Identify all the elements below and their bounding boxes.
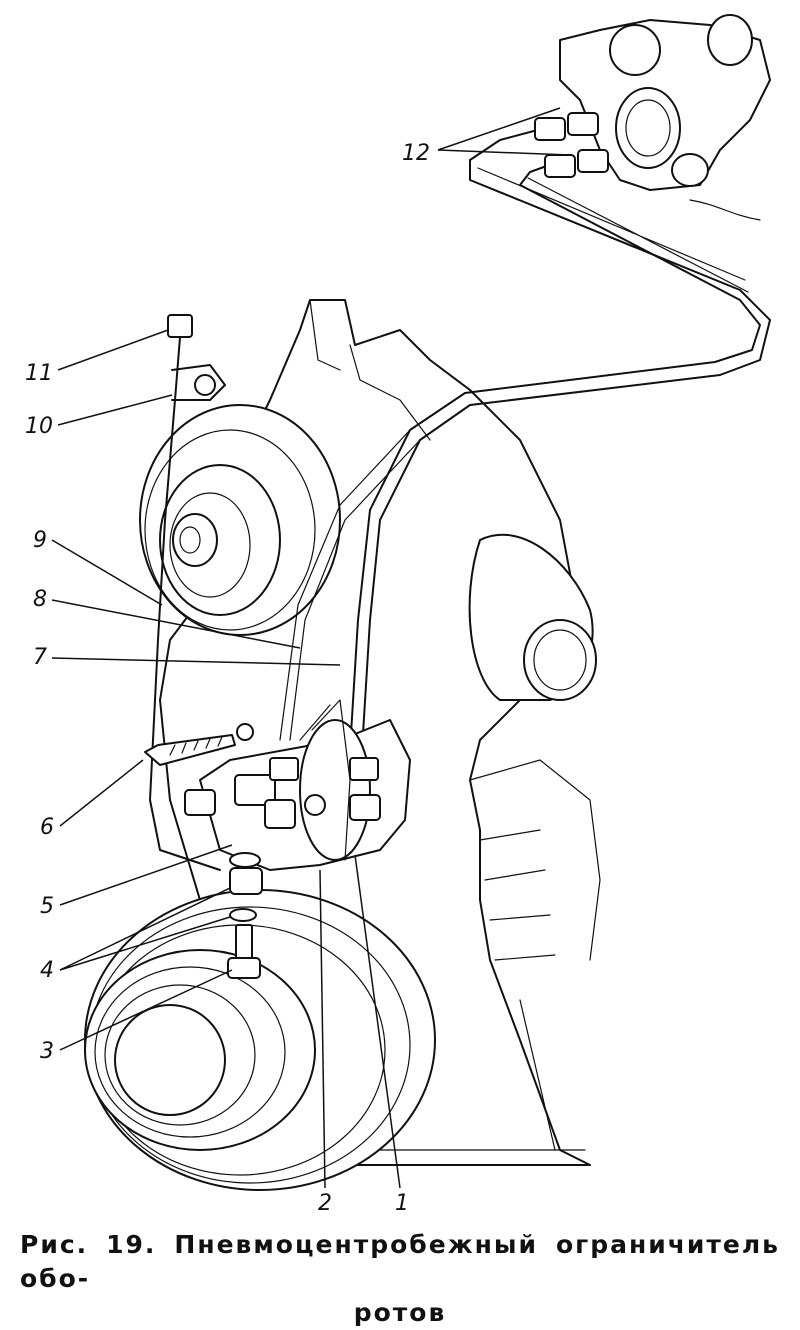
- label-7: 7: [33, 645, 47, 670]
- fan-pulley: [139, 404, 341, 636]
- crankshaft-pulley: [84, 889, 436, 1191]
- caption-line-2: ротов: [353, 1298, 447, 1327]
- actuator-rod: [149, 314, 226, 871]
- air-pipes: [279, 127, 771, 751]
- figure-caption: Рис. 19. Пневмоцентробежный ограничитель…: [20, 1228, 780, 1330]
- label-3: 3: [40, 1039, 54, 1064]
- label-11: 11: [25, 361, 53, 386]
- technical-drawing: 12 11 10 9 8 7 6 5 4 3 2 1: [25, 14, 771, 1216]
- label-9: 9: [33, 528, 47, 553]
- label-5: 5: [40, 894, 54, 919]
- label-8: 8: [33, 587, 47, 612]
- label-10: 10: [25, 414, 53, 439]
- label-1: 1: [395, 1191, 409, 1216]
- label-4: 4: [40, 958, 54, 983]
- pump-outlet: [468, 533, 597, 701]
- leader-lines: [51, 107, 571, 1189]
- governor-valve-body: [184, 699, 411, 871]
- pipe-fittings-top: [534, 112, 609, 178]
- fasteners: [227, 852, 263, 979]
- bolt-6: [144, 734, 236, 766]
- label-12: 12: [402, 141, 430, 166]
- caption-line-1: Рис. 19. Пневмоцентробежный ограничитель…: [20, 1230, 780, 1293]
- part-labels: 12 11 10 9 8 7 6 5 4 3 2 1: [25, 141, 430, 1216]
- label-2: 2: [318, 1191, 332, 1216]
- drive-housing: [559, 14, 771, 221]
- label-6: 6: [40, 815, 54, 840]
